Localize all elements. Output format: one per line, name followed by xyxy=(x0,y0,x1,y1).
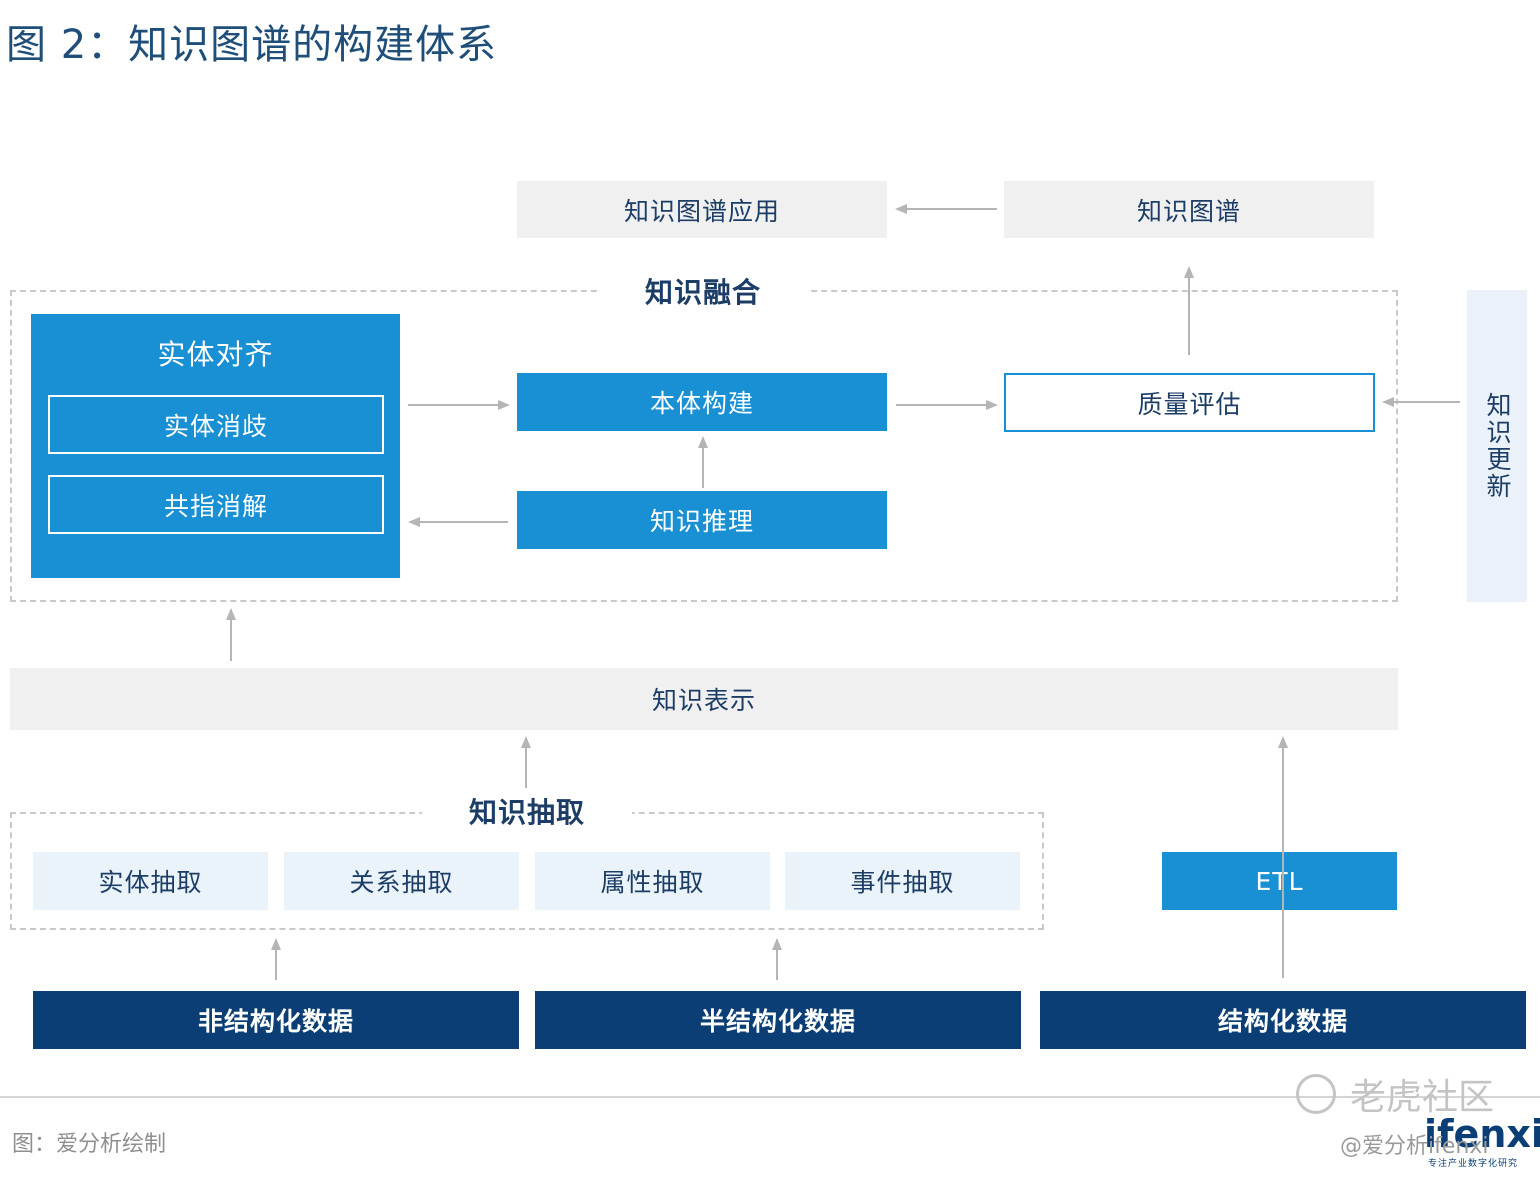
node-knowledge-representation: 知识表示 xyxy=(10,668,1398,730)
node-unstructured-data: 非结构化数据 xyxy=(33,991,519,1049)
node-kg-application: 知识图谱应用 xyxy=(517,181,887,238)
node-entity-disambiguation: 实体消歧 xyxy=(48,395,384,454)
watermark-handle: @爱分析ifenxi xyxy=(1340,1134,1489,1159)
node-knowledge-update-label: 知识更新 xyxy=(1483,392,1512,500)
node-knowledge-update: 知识更新 xyxy=(1467,290,1527,602)
node-etl: ETL xyxy=(1162,852,1397,910)
node-knowledge-graph: 知识图谱 xyxy=(1004,181,1374,238)
ifenxi-logo: ifenxi xyxy=(1424,1112,1540,1156)
watermark-site-text: 老虎社区 xyxy=(1350,1077,1495,1118)
node-relation-extraction: 关系抽取 xyxy=(284,852,519,910)
node-quality-assessment: 质量评估 xyxy=(1004,373,1375,432)
ifenxi-logo-subtitle: 专注产业数字化研究 xyxy=(1428,1159,1519,1169)
group-label-knowledge-fusion: 知识融合 xyxy=(598,272,808,310)
node-coreference-resolution: 共指消解 xyxy=(48,475,384,534)
node-knowledge-reasoning: 知识推理 xyxy=(517,491,887,549)
node-entity-alignment: 实体对齐 实体消歧 共指消解 xyxy=(31,314,400,578)
watermark-tiger-icon xyxy=(1296,1074,1336,1114)
node-event-extraction: 事件抽取 xyxy=(785,852,1020,910)
figure-title: 图 2：知识图谱的构建体系 xyxy=(6,22,498,68)
node-entity-alignment-label: 实体对齐 xyxy=(157,338,274,371)
node-ontology-construction: 本体构建 xyxy=(517,373,887,431)
group-label-knowledge-extraction: 知识抽取 xyxy=(422,792,632,830)
node-semistructured-data: 半结构化数据 xyxy=(535,991,1021,1049)
footer-divider xyxy=(0,1096,1540,1098)
node-attribute-extraction: 属性抽取 xyxy=(535,852,770,910)
node-entity-extraction: 实体抽取 xyxy=(33,852,268,910)
watermark-site: 老虎社区 xyxy=(1296,1068,1494,1120)
figure-caption: 图：爱分析绘制 xyxy=(12,1132,167,1157)
node-structured-data: 结构化数据 xyxy=(1040,991,1526,1049)
